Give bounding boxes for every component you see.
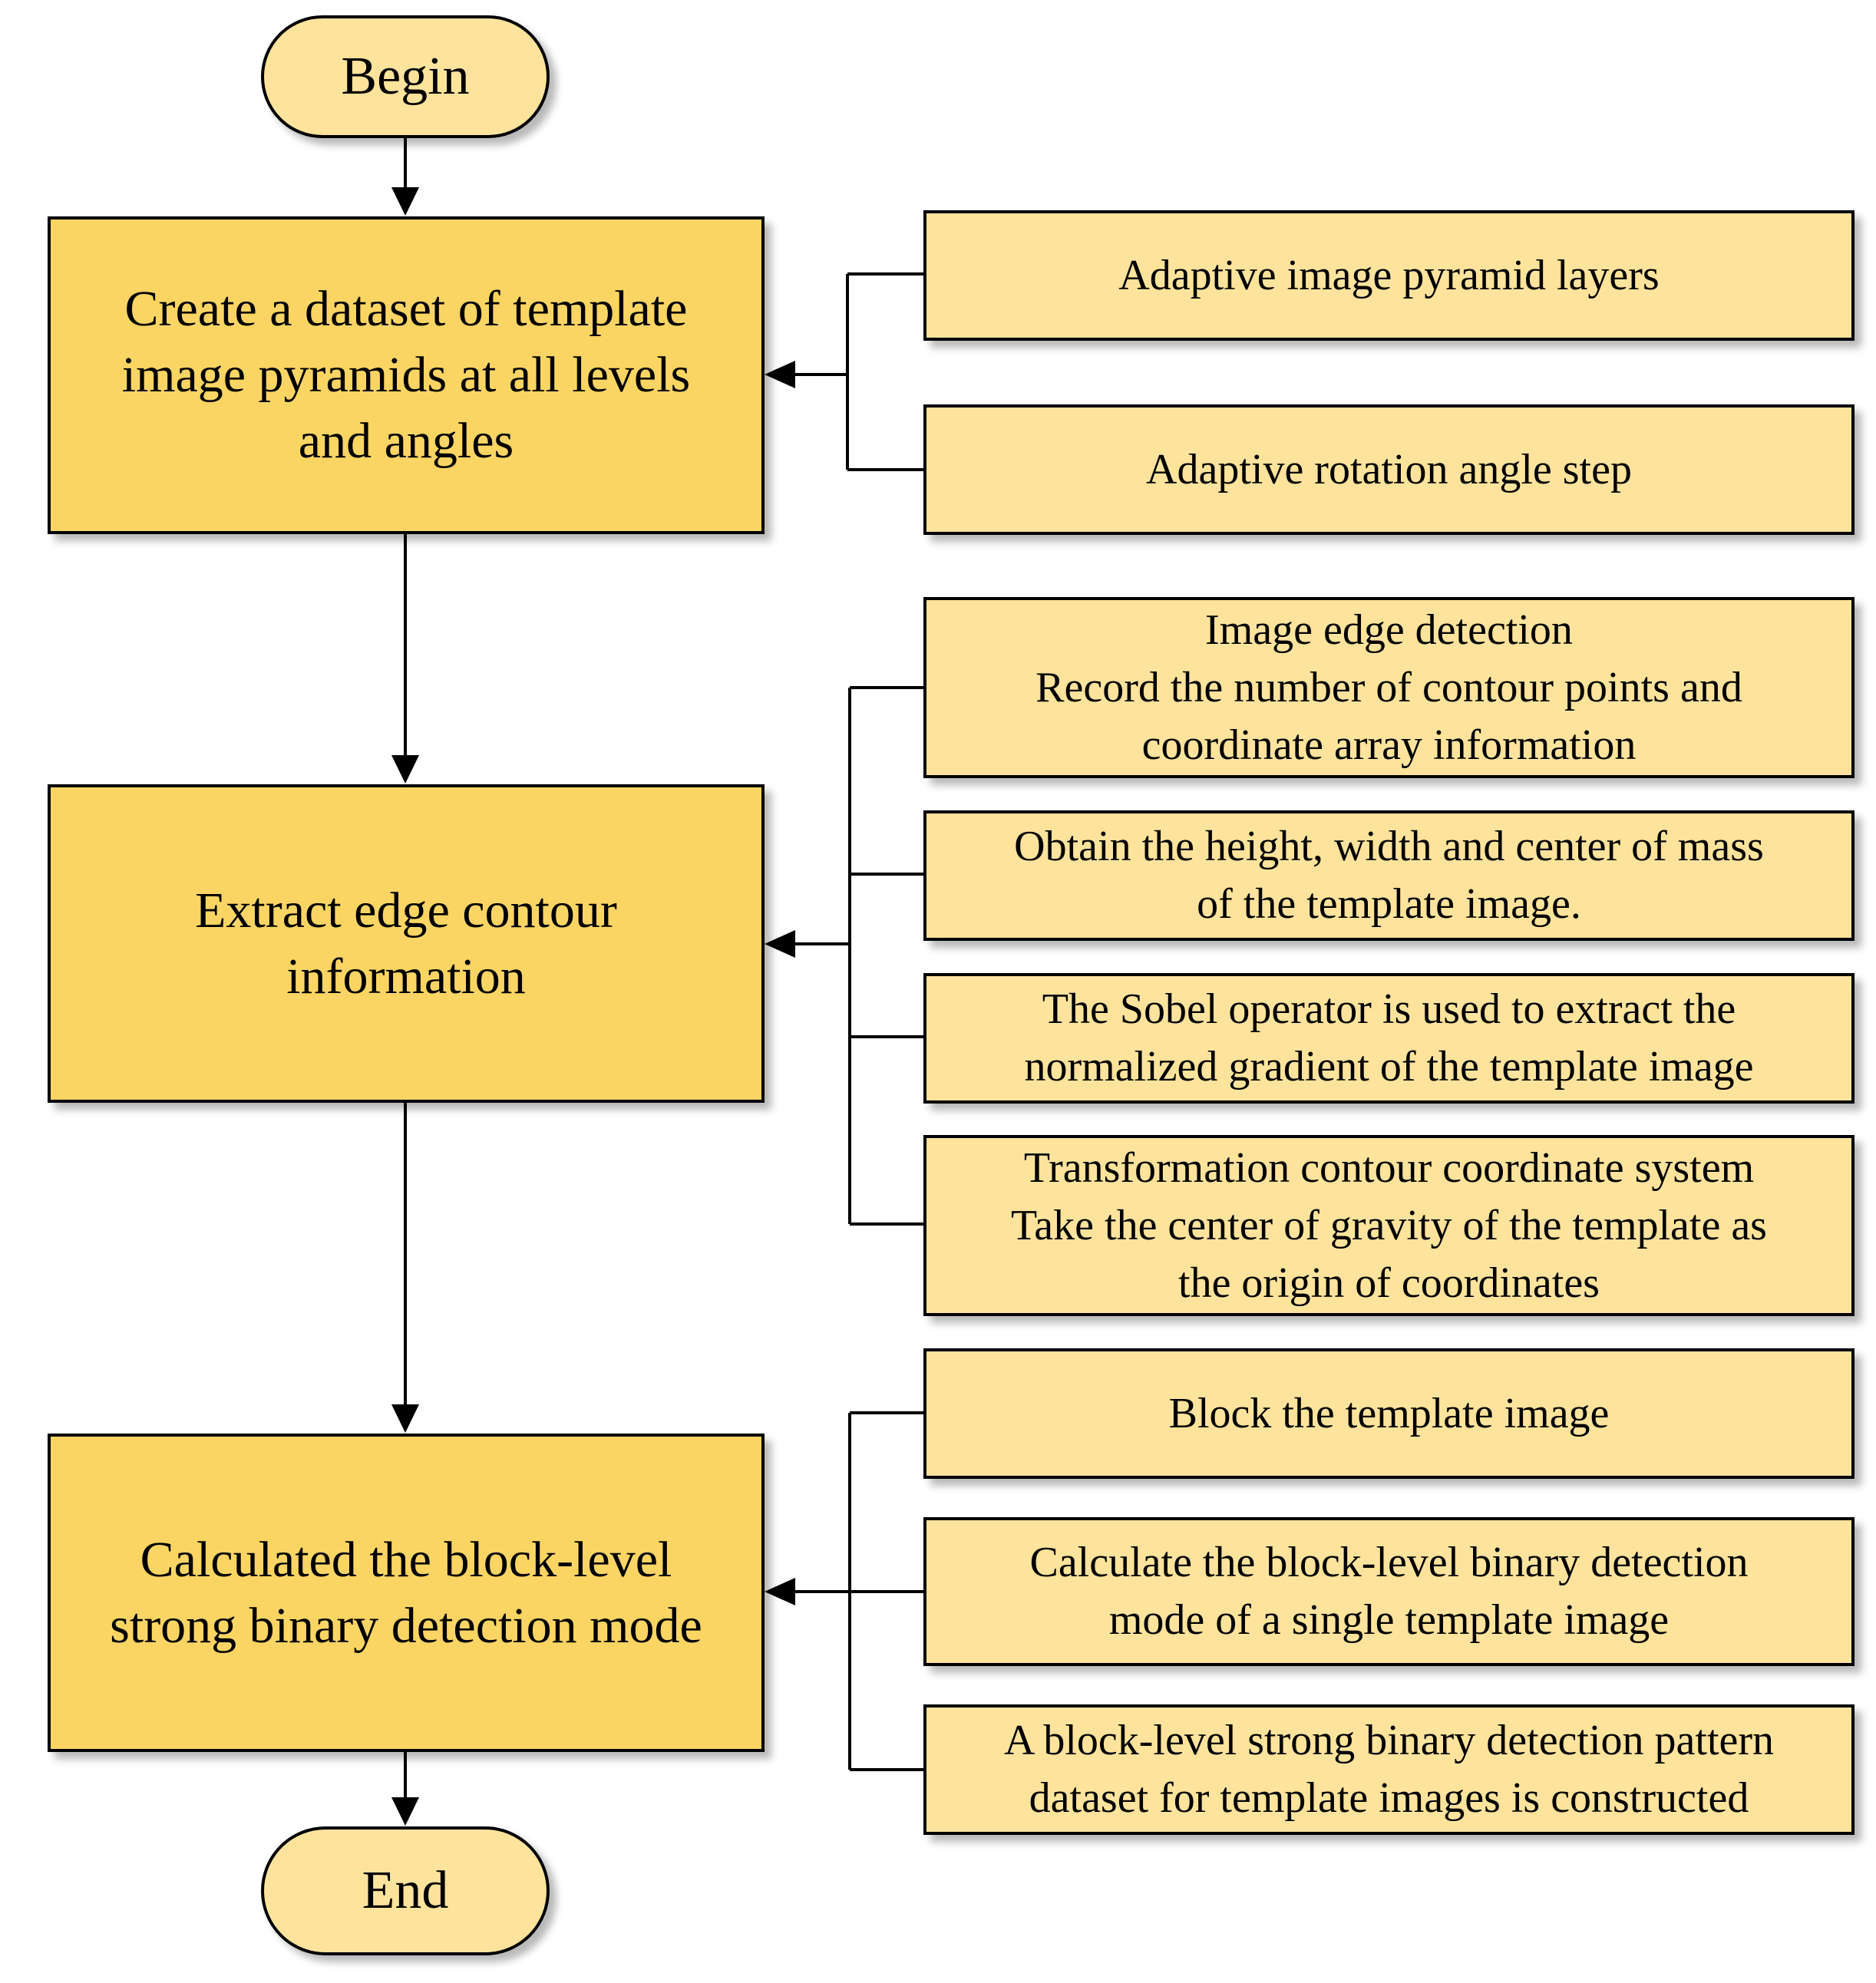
bracket-group-1: [765, 272, 923, 471]
detail-label: Calculate the block-level binary detecti…: [1029, 1539, 1749, 1644]
process-step-block-detection: Calculated the block-level strong binary…: [48, 1434, 765, 1752]
detail-label: Image edge detection Record the number o…: [1035, 605, 1742, 769]
begin-terminal: Begin: [261, 15, 550, 138]
detail-label: Adaptive image pyramid layers: [1118, 251, 1660, 299]
detail-label: Adaptive rotation angle step: [1146, 445, 1632, 493]
detail-adaptive-angle-step: Adaptive rotation angle step: [923, 404, 1855, 535]
end-terminal: End: [261, 1826, 550, 1955]
detail-block-template: Block the template image: [923, 1348, 1855, 1479]
process-step-label: Extract edge contour information: [195, 882, 617, 1005]
detail-pattern-dataset: A block-level strong binary detection pa…: [923, 1704, 1855, 1835]
process-step-create-pyramids: Create a dataset of template image pyram…: [48, 216, 765, 534]
detail-label: The Sobel operator is used to extract th…: [1024, 985, 1754, 1090]
process-step-label: Calculated the block-level strong binary…: [110, 1531, 702, 1654]
process-step-extract-contour: Extract edge contour information: [48, 784, 765, 1103]
detail-label: A block-level strong binary detection pa…: [1003, 1717, 1775, 1822]
detail-coordinate-transform: Transformation contour coordinate system…: [923, 1135, 1855, 1316]
detail-label: Transformation contour coordinate system…: [1011, 1143, 1767, 1307]
detail-edge-detection: Image edge detection Record the number o…: [923, 597, 1855, 778]
begin-label: Begin: [341, 47, 470, 106]
end-label: End: [362, 1861, 449, 1920]
process-step-label: Create a dataset of template image pyram…: [121, 281, 691, 469]
arrowhead-step1: [391, 187, 419, 216]
detail-sobel-gradient: The Sobel operator is used to extract th…: [923, 973, 1855, 1104]
detail-adaptive-pyramid-layers: Adaptive image pyramid layers: [923, 210, 1855, 341]
arrowhead-step2: [391, 755, 419, 784]
detail-label: Block the template image: [1168, 1389, 1610, 1437]
arrowhead-end: [391, 1797, 419, 1826]
arrowhead-step3: [391, 1404, 419, 1433]
detail-single-template-mode: Calculate the block-level binary detecti…: [923, 1517, 1855, 1666]
detail-label: Obtain the height, width and center of m…: [1014, 823, 1764, 928]
bracket-group-3: [765, 1411, 923, 1771]
detail-height-width-center: Obtain the height, width and center of m…: [923, 810, 1855, 941]
bracket-group-2: [765, 686, 923, 1226]
